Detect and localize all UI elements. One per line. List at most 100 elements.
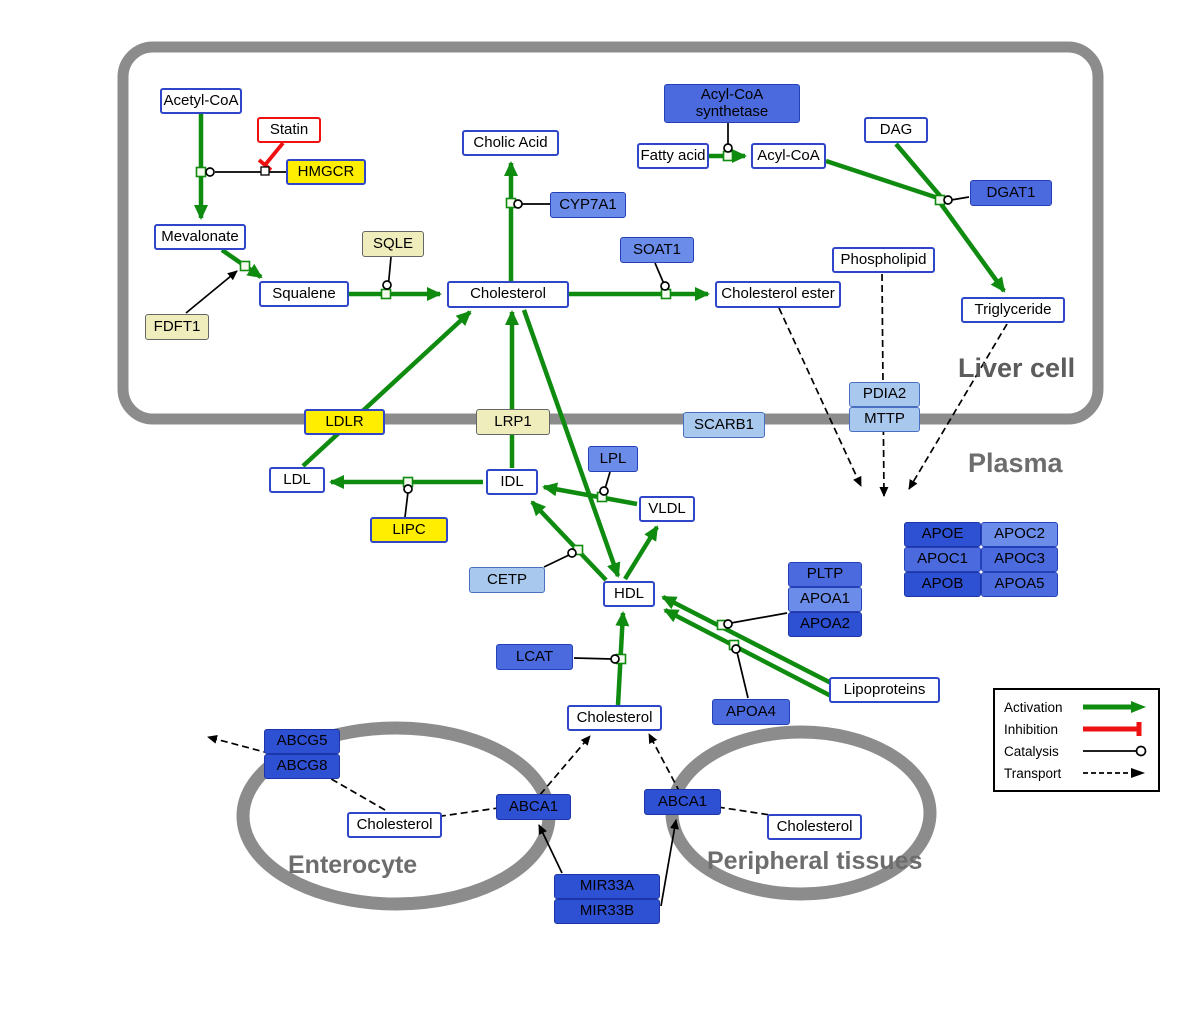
node-vldl[interactable]: VLDL (639, 496, 695, 522)
node-cyp7a1[interactable]: CYP7A1 (550, 192, 626, 218)
node-cholesterol-liver[interactable]: Cholesterol (447, 281, 569, 308)
edge-vldl-idl (542, 482, 638, 507)
node-apoa5[interactable]: APOA5 (981, 572, 1058, 597)
node-apoa1[interactable]: APOA1 (788, 587, 862, 612)
catalysis-edges (185, 123, 970, 907)
node-hdl[interactable]: HDL (603, 581, 655, 607)
legend-row-activation: Activation (1004, 697, 1149, 717)
node-phospholipid[interactable]: Phospholipid (832, 247, 935, 273)
reaction-soat1 (660, 288, 672, 300)
node-lipoproteins[interactable]: Lipoproteins (829, 677, 940, 703)
node-apoc3[interactable]: APOC3 (981, 547, 1058, 572)
node-mir33a[interactable]: MIR33A (554, 874, 660, 899)
catalysis-circle-icon (1083, 745, 1147, 757)
node-acyl-coa[interactable]: Acyl-CoA (751, 143, 826, 169)
node-abca1-enterocyte[interactable]: ABCA1 (496, 794, 571, 820)
node-hmgcr[interactable]: HMGCR (286, 159, 366, 185)
node-sqle[interactable]: SQLE (362, 231, 424, 257)
reaction-fdft1 (239, 260, 251, 272)
node-apoa4[interactable]: APOA4 (712, 699, 790, 725)
edge-ldl-ldlr-cholesterol (301, 310, 472, 468)
node-soat1[interactable]: SOAT1 (620, 237, 694, 263)
edge-lipoproteins-hdl-lower (663, 608, 835, 699)
legend-catalysis-label: Catalysis (1004, 743, 1059, 759)
node-abcg8[interactable]: ABCG8 (264, 754, 340, 779)
node-lrp1[interactable]: LRP1 (476, 409, 550, 435)
node-cholesterol-plasma[interactable]: Cholesterol (567, 705, 662, 731)
node-apob[interactable]: APOB (904, 572, 981, 597)
edge-fdft1-catalysis (185, 270, 238, 314)
edge-cholesterol-hdl (521, 309, 621, 578)
node-dag[interactable]: DAG (864, 117, 928, 143)
inhibition-target-node (260, 166, 270, 176)
activation-arrow-icon (1083, 701, 1146, 713)
node-lpl[interactable]: LPL (588, 446, 638, 472)
plasma-label: Plasma (968, 448, 1063, 478)
edge-lipc-catalysis (404, 491, 409, 518)
node-abca1-peripheral[interactable]: ABCA1 (644, 789, 721, 815)
edge-soat1-catalysis (654, 262, 665, 285)
edge-cetp-catalysis (543, 554, 570, 568)
node-fatty-acid[interactable]: Fatty acid (637, 143, 709, 169)
edge-dgat1-catalysis (950, 196, 970, 201)
reaction-sqle (380, 288, 392, 300)
node-cholic-acid[interactable]: Cholic Acid (462, 130, 559, 156)
transport-dashed-arrow-icon (1083, 768, 1145, 778)
legend-activation-label: Activation (1004, 699, 1063, 715)
node-ldl[interactable]: LDL (269, 467, 325, 493)
node-lcat[interactable]: LCAT (496, 644, 573, 670)
edge-lipoproteins-hdl-upper (661, 594, 835, 687)
inhibition-tbar-icon (1083, 722, 1142, 736)
liver-cell-label: Liver cell (958, 353, 1076, 383)
node-abcg5[interactable]: ABCG5 (264, 729, 340, 754)
edge-mir33a-abca1 (538, 824, 563, 874)
node-pltp[interactable]: PLTP (788, 562, 862, 587)
node-cholesterol-ester[interactable]: Cholesterol ester (715, 281, 841, 308)
node-mttp[interactable]: MTTP (849, 407, 920, 432)
node-ldlr[interactable]: LDLR (304, 409, 385, 435)
edge-lcat-catalysis (573, 657, 613, 660)
edge-statin-inhibition (263, 141, 285, 167)
edge-hdl-cetp-idl (530, 500, 608, 582)
edge-triglyceride-to-plasma (908, 323, 1008, 490)
edge-apoa-catalysis (730, 612, 788, 624)
legend-row-transport: Transport (1004, 763, 1149, 783)
node-mir33b[interactable]: MIR33B (554, 899, 660, 924)
edge-hdl-vldl (623, 525, 659, 581)
node-cetp[interactable]: CETP (469, 567, 545, 593)
legend-row-catalysis: Catalysis (1004, 741, 1149, 761)
node-mevalonate[interactable]: Mevalonate (154, 224, 246, 250)
edge-abca1-left-to-cholesterol (532, 735, 591, 804)
node-statin[interactable]: Statin (257, 117, 321, 143)
reaction-acylcoa-synthetase (722, 150, 734, 162)
node-triglyceride[interactable]: Triglyceride (961, 297, 1065, 323)
legend-inhibition-label: Inhibition (1004, 721, 1059, 737)
node-acetyl-coa[interactable]: Acetyl-CoA (160, 88, 242, 114)
legend: Activation Inhibition Catalysis Transpor… (993, 688, 1160, 792)
edge-apoa4-catalysis (736, 651, 749, 699)
edge-dag-junction (894, 142, 943, 199)
node-scarb1[interactable]: SCARB1 (683, 412, 765, 438)
peripheral-tissues-label: Peripheral tissues (707, 847, 923, 875)
edge-acylcoa-junction (825, 158, 939, 201)
liver-cell-membrane (117, 41, 1104, 425)
node-cholesterol-enterocyte[interactable]: Cholesterol (347, 812, 442, 838)
inhibition-edge (257, 141, 285, 176)
edge-mir33b-abca1 (660, 819, 679, 907)
node-apoe[interactable]: APOE (904, 522, 981, 547)
node-acyl-coa-synthetase[interactable]: Acyl-CoA synthetase (664, 84, 800, 123)
enterocyte-label: Enterocyte (288, 851, 418, 879)
node-cholesterol-peripheral[interactable]: Cholesterol (767, 814, 862, 840)
node-apoc2[interactable]: APOC2 (981, 522, 1058, 547)
node-squalene[interactable]: Squalene (259, 281, 349, 307)
node-lipc[interactable]: LIPC (370, 517, 448, 543)
edge-lpl-catalysis (604, 471, 611, 490)
legend-transport-label: Transport (1004, 765, 1062, 781)
node-apoc1[interactable]: APOC1 (904, 547, 981, 572)
node-apoa2[interactable]: APOA2 (788, 612, 862, 637)
node-fdft1[interactable]: FDFT1 (145, 314, 209, 340)
node-dgat1[interactable]: DGAT1 (970, 180, 1052, 206)
node-idl[interactable]: IDL (486, 469, 538, 495)
node-pdia2[interactable]: PDIA2 (849, 382, 920, 407)
